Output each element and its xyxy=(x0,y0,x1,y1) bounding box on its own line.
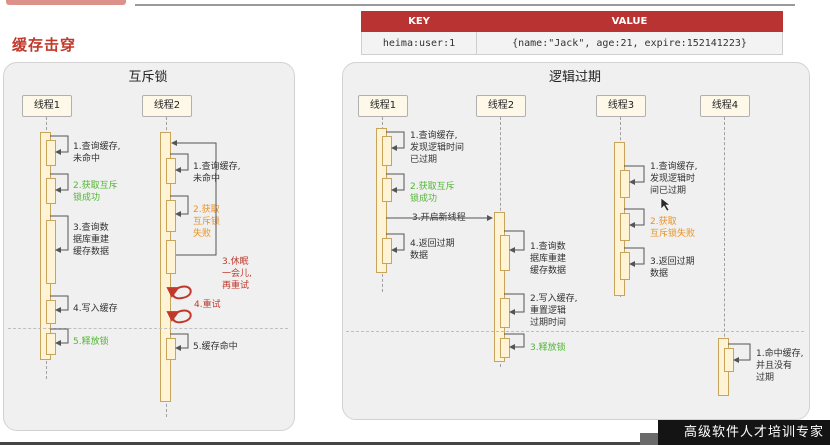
logical-t2-loop-1 xyxy=(504,230,525,253)
logical-t2-activation xyxy=(494,212,505,362)
logical-thread-2-head: 线程2 xyxy=(476,95,526,117)
logical-t1-step1-box xyxy=(382,136,392,166)
logical-t3-loop-1 xyxy=(624,165,645,185)
logical-t3-step1-label: 1.查询缓存, 发现逻辑时 间已过期 xyxy=(650,162,698,196)
mutex-t2-step3-label: 3.休眠 一会儿, 再重试 xyxy=(222,257,252,291)
logical-t1-step4-label: 4.返回过期 数据 xyxy=(410,239,455,261)
mutex-t1-step1-label: 1.查询缓存, 未命中 xyxy=(73,142,121,164)
page-title: 缓存击穿 xyxy=(12,36,77,54)
retry-swirl-1 xyxy=(166,285,192,300)
mutex-t2-loop-5 xyxy=(170,333,189,351)
mutex-t2-loop-1 xyxy=(170,153,189,173)
mutex-t2-step5-label: 5.缓存命中 xyxy=(193,342,238,352)
logical-t2-loop-3 xyxy=(504,333,525,350)
footer-slogan: 高级软件人才培训专家 xyxy=(658,420,830,445)
mutex-t2-step4-label: 4.重试 xyxy=(194,300,221,310)
mutex-t1-step5-label: 5.释放锁 xyxy=(73,337,109,347)
mutex-divider xyxy=(8,328,288,329)
logical-t2-step2-label: 2.写入缓存, 重置逻辑 过期时间 xyxy=(530,294,578,328)
logical-t4-step1-label: 1.命中缓存, 并且没有 过期 xyxy=(756,349,804,383)
logical-t1-loop-4 xyxy=(386,233,405,253)
footer-rule xyxy=(0,442,658,445)
mutex-t1-loop-5 xyxy=(50,328,69,346)
logical-thread-4-head: 线程4 xyxy=(700,95,750,117)
logical-t2-step1-box xyxy=(500,235,510,271)
brand-logo xyxy=(6,0,126,5)
mutex-panel-title: 互斥锁 xyxy=(128,70,168,85)
logical-t3-loop-2 xyxy=(624,208,645,228)
logical-t3-step2-label: 2.获取 互斥锁失败 xyxy=(650,217,696,239)
logical-t2-loop-2 xyxy=(504,293,525,315)
mutex-t2-step3-box xyxy=(166,240,176,274)
header-rule xyxy=(135,4,795,6)
logical-t1-loop-1 xyxy=(386,131,405,151)
mutex-thread-1-head: 线程1 xyxy=(22,95,72,117)
logical-t1-step2-label: 2.获取互斥 锁成功 xyxy=(410,182,455,204)
logical-t2-step3-label: 3.释放锁 xyxy=(530,343,566,353)
logical-t1-step1-label: 1.查询缓存, 发现逻辑时间 已过期 xyxy=(410,131,465,165)
mouse-cursor-icon xyxy=(660,197,671,212)
mutex-t2-loop-2 xyxy=(170,195,189,217)
mutex-t2-step2-label: 2.获取 互斥锁 失败 xyxy=(193,205,221,239)
header-key: KEY xyxy=(361,11,477,32)
table-header-row: KEY VALUE xyxy=(361,11,783,32)
mutex-t2-return-path xyxy=(171,140,217,256)
retry-swirl-2 xyxy=(166,309,192,324)
cell-value: {name:"Jack", age:21, expire:152141223} xyxy=(476,31,783,55)
logical-t3-step3-label: 3.返回过期 数据 xyxy=(650,257,695,279)
logical-thread-1-head: 线程1 xyxy=(358,95,408,117)
logical-t4-lifeline xyxy=(724,117,725,392)
logical-divider xyxy=(346,331,804,332)
key-value-table: KEY VALUE heima:user:1 {name:"Jack", age… xyxy=(361,11,783,55)
mutex-thread-2-head: 线程2 xyxy=(142,95,192,117)
mutex-t2-step1-label: 1.查询缓存, 未命中 xyxy=(193,162,241,184)
logical-t2-step1-label: 1.查询数 据库重建 缓存数据 xyxy=(530,242,567,276)
mutex-t1-step4-label: 4.写入缓存 xyxy=(73,304,118,314)
mutex-t1-loop-1 xyxy=(50,135,69,155)
logical-panel-title: 逻辑过期 xyxy=(548,70,601,85)
mutex-t1-step2-label: 2.获取互斥 锁成功 xyxy=(73,181,118,203)
logical-t4-loop-1 xyxy=(728,343,751,363)
table-row: heima:user:1 {name:"Jack", age:21, expir… xyxy=(361,31,783,55)
mutex-t1-loop-4 xyxy=(50,295,69,313)
logical-t3-loop-3 xyxy=(624,247,645,267)
mutex-t1-loop-2 xyxy=(50,173,69,193)
logical-thread-3-head: 线程3 xyxy=(596,95,646,117)
mutex-t1-step3-label: 3.查询数 据库重建 缓存数据 xyxy=(73,223,110,257)
mutex-t1-loop-3 xyxy=(50,215,69,253)
cell-key: heima:user:1 xyxy=(361,31,477,55)
logical-t1-loop-2 xyxy=(386,173,405,193)
